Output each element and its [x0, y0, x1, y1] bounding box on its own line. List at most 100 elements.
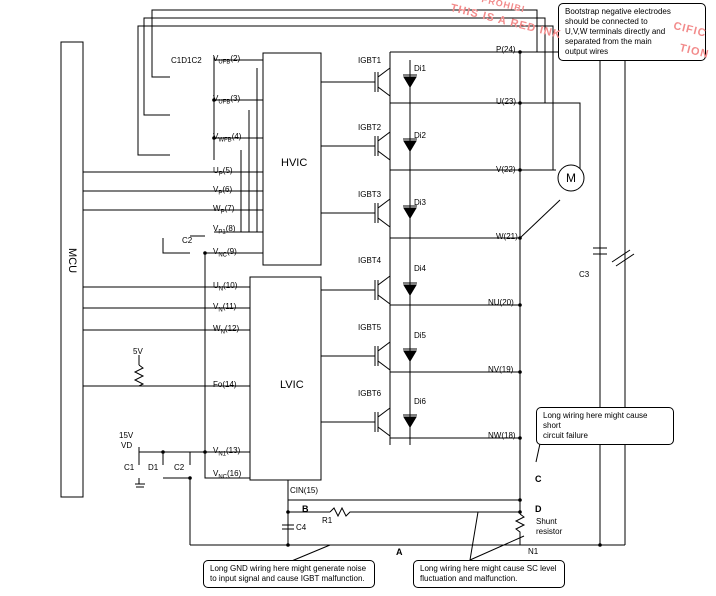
igbt-4-line	[377, 275, 391, 286]
motor-icon	[557, 164, 585, 192]
igbt-label-5: IGBT5	[358, 323, 382, 332]
diode-label-2: Di2	[414, 131, 427, 140]
lvic-pin-0: UN(10)	[213, 281, 238, 293]
power-pin-2: V(22)	[496, 165, 516, 174]
junction-dot-10	[212, 136, 216, 140]
node-c: C	[535, 474, 542, 484]
lvic-label: LVIC	[280, 379, 304, 391]
hvic-pin-1: VUFB(3)	[213, 94, 241, 106]
diode-label-3: Di3	[414, 198, 427, 207]
label-r1: R1	[322, 516, 333, 525]
igbt-label-2: IGBT2	[358, 123, 382, 132]
igbt-3-line	[377, 198, 391, 209]
igbt-6-polygon	[403, 416, 417, 428]
igbt-5-polygon	[403, 350, 417, 362]
label-vd: VD	[121, 441, 133, 450]
callout-gnd-line-1: to input signal and cause IGBT malfuncti…	[210, 574, 365, 583]
junction-dot-15	[286, 543, 290, 547]
ground-symbols	[135, 483, 145, 488]
callout-short-line-0: Long wiring here might cause short	[543, 411, 648, 430]
igbt-6-line	[377, 407, 391, 418]
junction-dot-12	[203, 450, 207, 454]
hvic-label: HVIC	[281, 157, 308, 169]
callout-sc-line-0: Long wiring here might cause SC level	[420, 564, 557, 573]
igbt-1-polygon	[403, 76, 417, 88]
diode-label-4: Di4	[414, 264, 427, 273]
junction-dot-9	[212, 98, 216, 102]
power-pin-0: P(24)	[496, 45, 516, 54]
wires	[60, 9, 635, 566]
hvic-pin-2: VWFB(4)	[213, 132, 242, 144]
diode-label-5: Di5	[414, 331, 427, 340]
lvic-pin-6: CIN(15)	[290, 486, 319, 495]
hvic-box	[262, 52, 322, 266]
igbt-symbols	[374, 67, 417, 437]
power-pin-3: W(21)	[496, 232, 518, 241]
hvic-pin-6: VP1(8)	[213, 224, 236, 236]
power-pin-5: NV(19)	[488, 365, 514, 374]
igbt-6-line	[377, 426, 391, 437]
igbt-3-line	[377, 217, 391, 228]
igbt-4-line	[377, 294, 391, 305]
junction-dot-0	[518, 50, 522, 54]
label-d1: D1	[148, 463, 159, 472]
label-c1d1c2: C1D1C2	[171, 56, 202, 65]
lvic-pin-5: VNC(16)	[213, 469, 242, 481]
label-c1: C1	[124, 463, 135, 472]
node-b: B	[302, 504, 309, 514]
callout-gnd-noise: Long GND wiring here might generate nois…	[203, 560, 375, 588]
hvic-pin-5: WP(7)	[213, 204, 235, 216]
igbt-4-polygon	[403, 284, 417, 296]
junction-dot-17	[598, 543, 602, 547]
junction-dot-7	[518, 498, 522, 502]
callout-bootstrap-line-1: should be connected to	[565, 17, 648, 26]
junction-dot-14	[286, 510, 290, 514]
igbt-label-4: IGBT4	[358, 256, 382, 265]
lvic-pin-4: VN1(13)	[213, 446, 241, 458]
callout-sc-line-1: fluctuation and malfunction.	[420, 574, 518, 583]
junction-dot-13	[188, 476, 192, 480]
diode-label-1: Di1	[414, 64, 427, 73]
igbt-label-6: IGBT6	[358, 389, 382, 398]
igbt-label-3: IGBT3	[358, 190, 382, 199]
callout-gnd-line-0: Long GND wiring here might generate nois…	[210, 564, 367, 573]
igbt-label-1: IGBT1	[358, 56, 382, 65]
junction-dot-4	[518, 303, 522, 307]
node-a: A	[396, 547, 403, 557]
label-c2-top: C2	[182, 236, 193, 245]
igbt-3-polygon	[403, 207, 417, 219]
label-c3: C3	[579, 270, 590, 279]
igbt-2-line	[377, 150, 391, 161]
junction-dot-1	[518, 101, 522, 105]
label-n1: N1	[528, 547, 539, 556]
power-pin-4: NU(20)	[488, 298, 514, 307]
igbt-1-line	[377, 67, 391, 78]
callout-bootstrap-line-3: separated from the main	[565, 37, 652, 46]
diode-label-6: Di6	[414, 397, 427, 406]
hvic-pin-7: VNC(9)	[213, 247, 237, 259]
power-pin-1: U(23)	[496, 97, 517, 106]
junction-dot-8	[518, 510, 522, 514]
hvic-pin-3: UP(5)	[213, 166, 233, 178]
label-c2-bot: C2	[174, 463, 185, 472]
junction-dot-3	[518, 236, 522, 240]
motor-label: M	[566, 171, 576, 185]
callout-bootstrap-line-2: U,V,W terminals directly and	[565, 27, 666, 36]
junction-dot-18	[161, 450, 165, 454]
node-d: D	[535, 504, 542, 514]
label-5v: 5V	[133, 347, 143, 356]
igbt-5-line	[377, 360, 391, 371]
hvic-pin-4: VP(6)	[213, 185, 233, 197]
junction-dot-2	[518, 168, 522, 172]
igbt-2-polygon	[403, 140, 417, 152]
hvic-pin-0: VUFB(2)	[213, 54, 241, 66]
lvic-pin-2: WN(12)	[213, 324, 240, 336]
junction-dots	[161, 50, 602, 547]
igbt-5-line	[377, 341, 391, 352]
igbt-1-line	[377, 86, 391, 97]
